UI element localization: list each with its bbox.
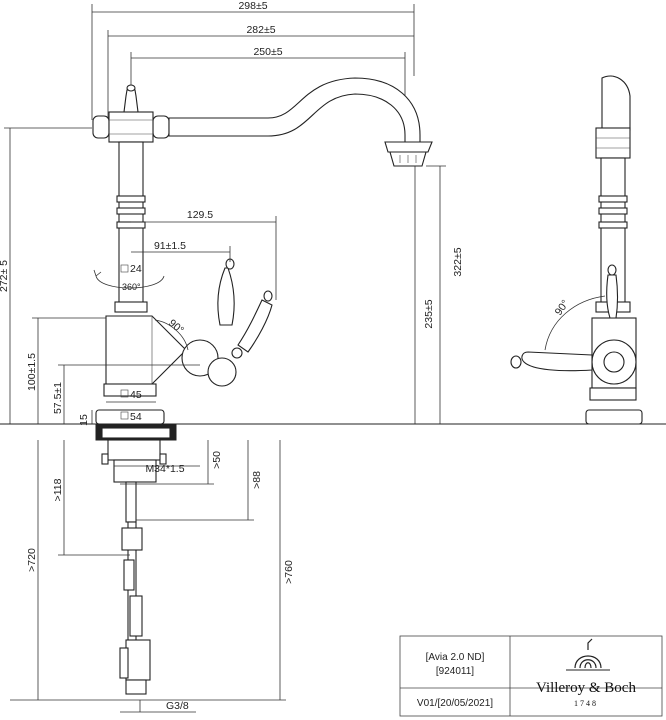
dim-base-height: 57.5±1 [52,382,64,414]
dim-handle-reach: 129.5 [187,209,213,221]
left-height-dimensions: 272± 5 100±1.5 57.5±1 15 [0,127,200,426]
dim-hex-45: 45 [130,389,142,401]
dim-min-760: >760 [283,560,295,584]
dim-spout-reach: 282±5 [246,24,275,36]
dim-min-88: >88 [251,471,263,489]
lever-angle-side: 90° [553,298,572,318]
title-block: [Avia 2.0 ND] [924011] V01/[20/05/2021] … [399,635,663,717]
dim-min-720: >720 [26,548,38,572]
dim-connection: G3/8 [166,700,189,712]
front-view-faucet [92,77,433,425]
dim-lever-height: 100±1.5 [26,353,38,391]
below-counter-assembly [95,423,177,712]
dim-min-118: >118 [52,478,64,501]
title-model: [Avia 2.0 ND] [426,652,485,663]
dim-hex-24: 24 [130,263,142,275]
dim-min-50: >50 [211,451,223,469]
title-article: [924011] [436,666,474,677]
dim-outlet-height: 322±5 [452,247,464,276]
title-version: V01/[20/05/2021] [417,698,493,709]
below-counter-dimensions: M34*1.5 >50 >88 >118 >720 >760 G3/8 [10,440,295,713]
dim-spout-center: 250±5 [253,46,282,58]
dim-hex-54: 54 [130,411,142,423]
dim-base-15: 15 [78,414,90,426]
dim-spout-height: 235±5 [423,299,435,328]
side-view-faucet: 90° [510,75,643,425]
dim-total-height: 272± 5 [0,260,10,292]
right-height-dimensions: 322±5 235±5 [414,165,464,424]
rotation-label: 360° [122,282,141,292]
dim-thread: M34*1.5 [145,463,184,475]
brand-name: Villeroy & Boch [536,680,636,696]
villeroy-boch-logo [566,638,610,671]
dim-handle-offset: 91±1.5 [154,240,186,252]
dim-overall-width: 298±5 [238,0,267,12]
brand-founded: 1748 [574,699,598,708]
